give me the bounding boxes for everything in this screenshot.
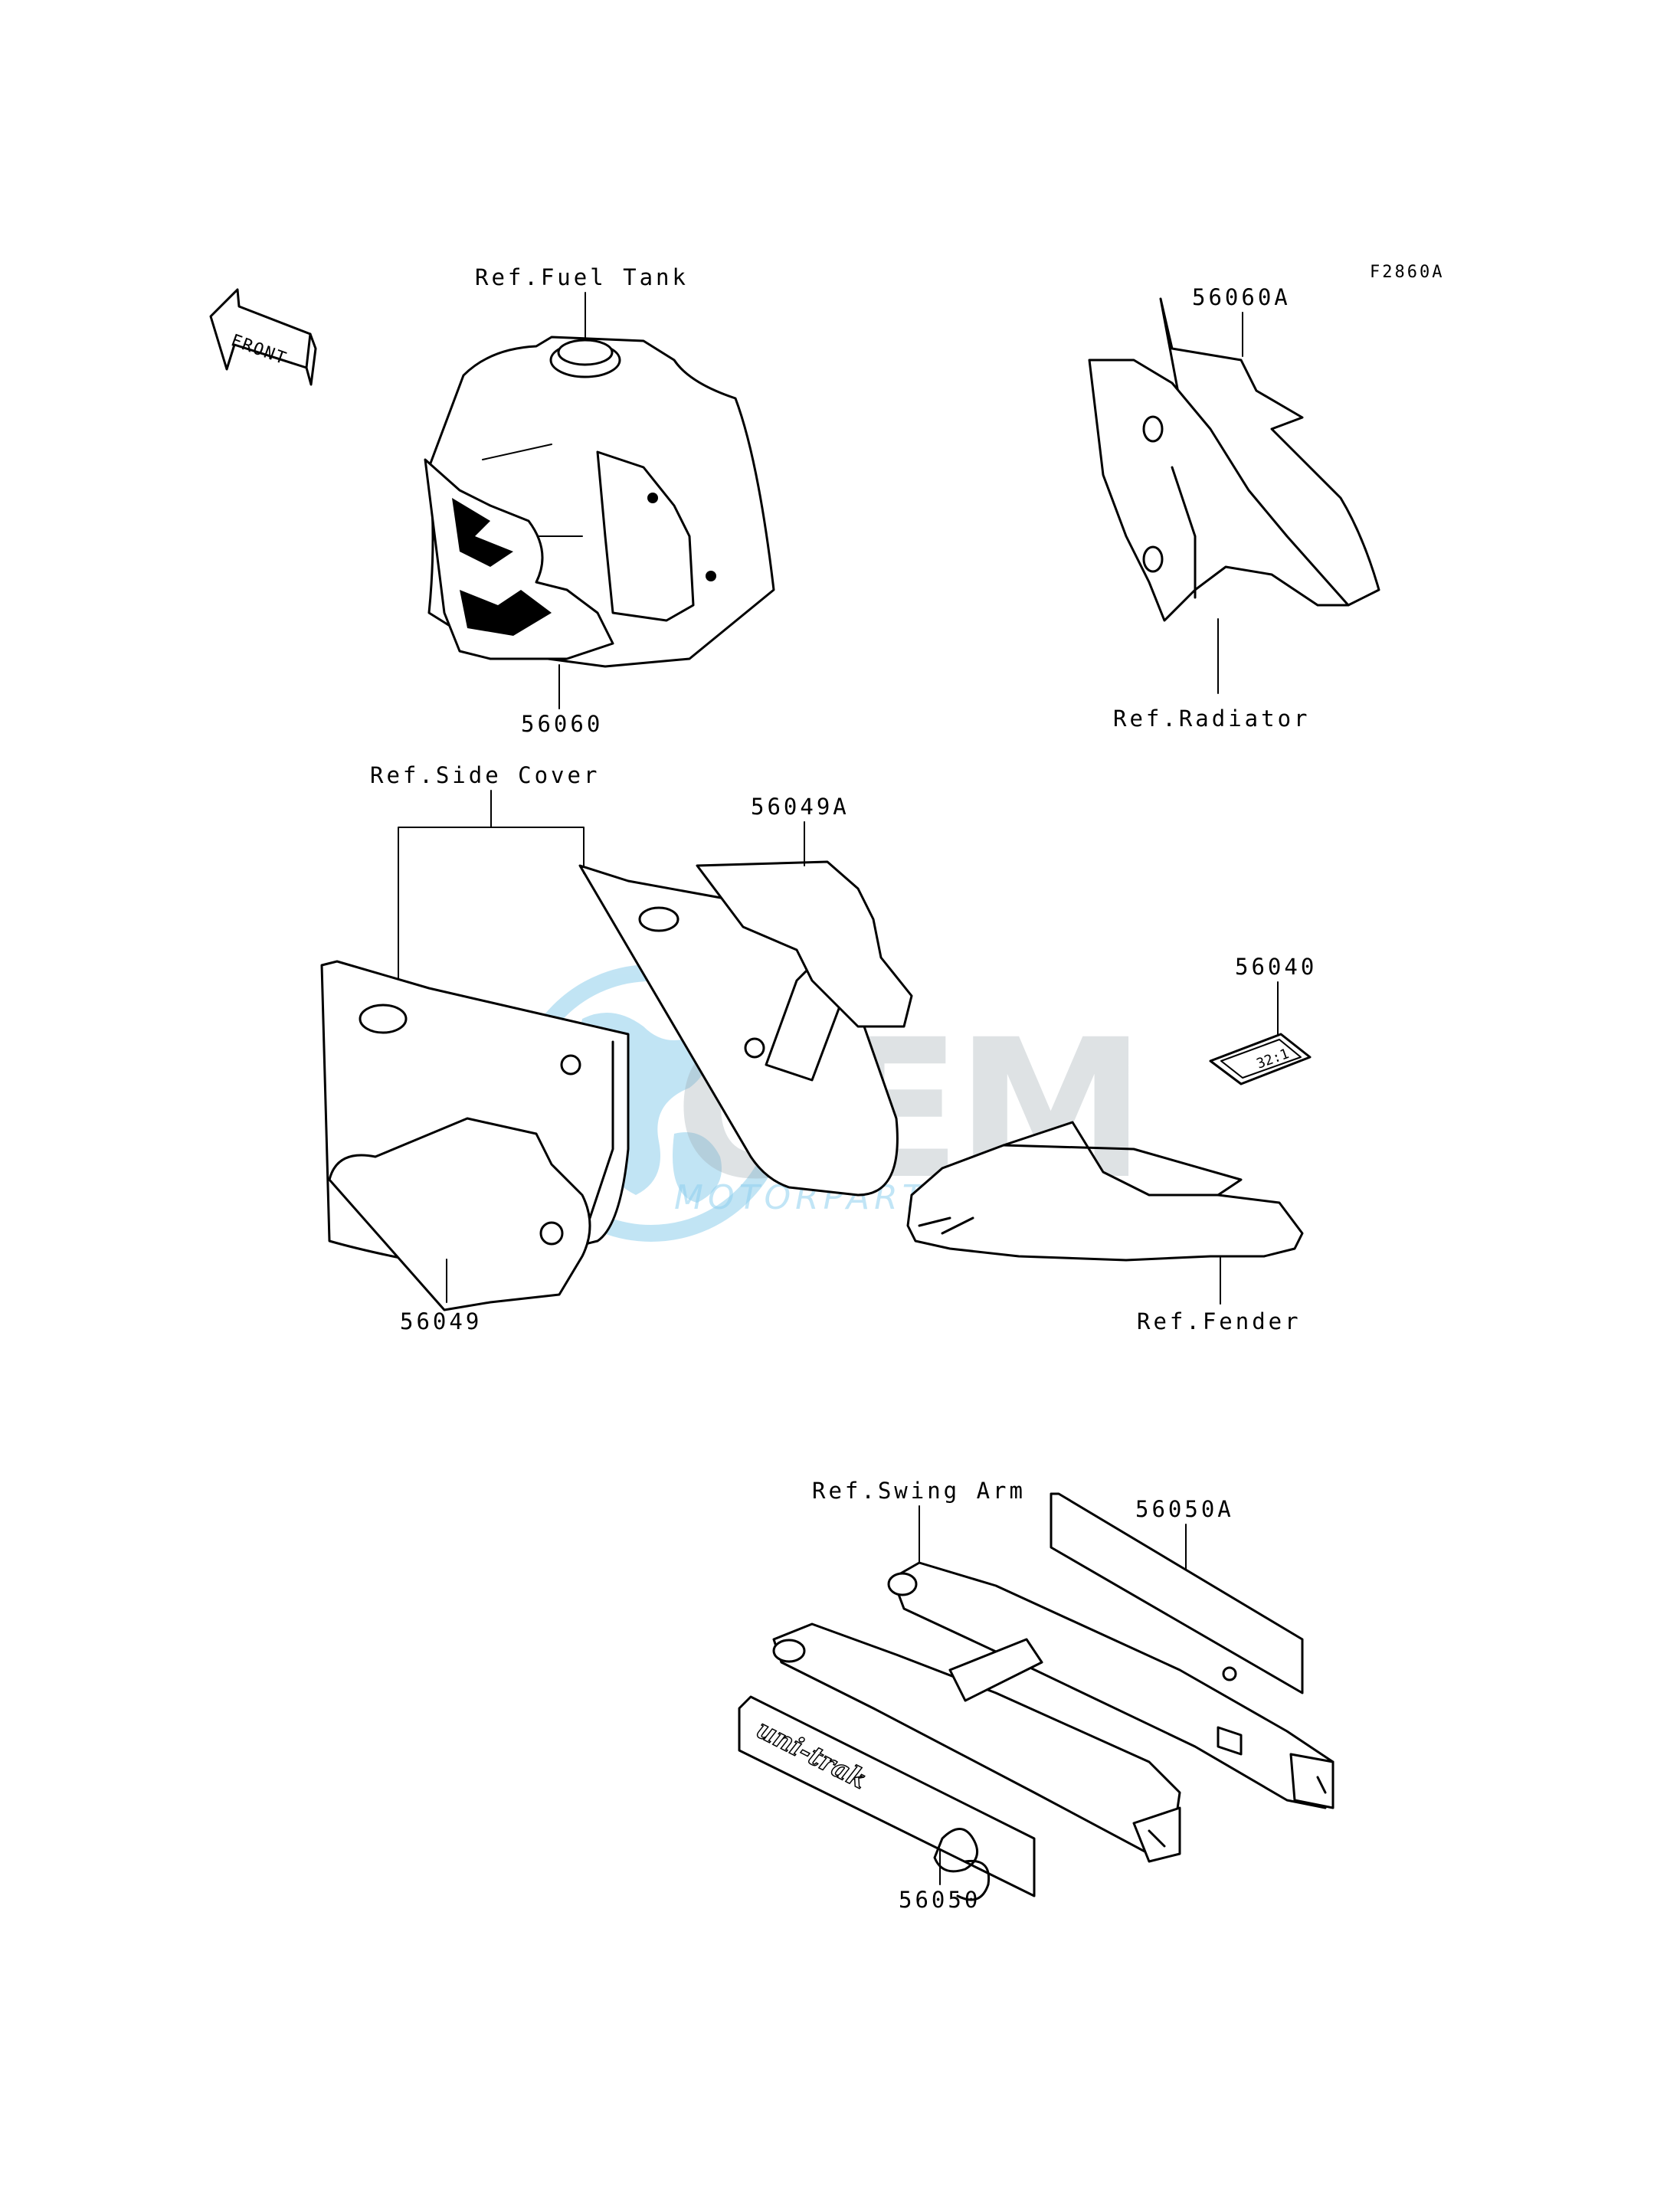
side-cover-left-drawing	[320, 960, 630, 1311]
fuel-mix-decal-label: 56040	[1235, 954, 1317, 980]
tank-decal-drawing	[424, 458, 614, 660]
side-decal-a-drawing	[696, 860, 913, 1028]
swing-decal-label: 56050	[899, 1887, 981, 1913]
radiator-shroud-group: 56060A Ref.Radiator	[1088, 284, 1380, 732]
swing-decal-a-drawing	[1050, 1492, 1304, 1694]
fuel-tank-group: Ref.Fuel Tank 56060	[424, 264, 775, 737]
fuel-mix-decal-group: 56040 32:1	[1209, 954, 1317, 1085]
swing-arm-ref-label: Ref.Swing Arm	[812, 1478, 1026, 1504]
swing-decal-a-label: 56050A	[1135, 1496, 1234, 1522]
side-decal-label: 56049	[400, 1308, 482, 1334]
tank-decal-label: 56060	[521, 711, 603, 737]
fender-ref-label: Ref.Fender	[1137, 1308, 1302, 1334]
radiator-shroud-drawing	[1088, 359, 1350, 622]
swing-arm-drawing	[772, 1561, 1335, 1863]
side-cover-group: Ref.Side Cover 56049A 56049	[320, 762, 913, 1334]
shroud-decal-label: 56060A	[1192, 284, 1291, 310]
fender-group: Ref.Fender	[906, 1121, 1304, 1334]
front-arrow-icon: FRONT	[209, 288, 317, 386]
side-decal-a-label: 56049A	[751, 794, 850, 820]
side-cover-ref-label: Ref.Side Cover	[370, 762, 600, 788]
shroud-decal-drawing	[1159, 297, 1380, 607]
fender-drawing	[906, 1121, 1304, 1262]
radiator-ref-label: Ref.Radiator	[1113, 706, 1311, 732]
swing-arm-group: Ref.Swing Arm 56050A uni-trak 56050	[738, 1478, 1335, 1913]
fuel-tank-ref-label: Ref.Fuel Tank	[475, 264, 689, 290]
fuel-mix-decal-drawing: 32:1	[1209, 1033, 1312, 1085]
diagram-code: F2860A	[1370, 263, 1444, 282]
